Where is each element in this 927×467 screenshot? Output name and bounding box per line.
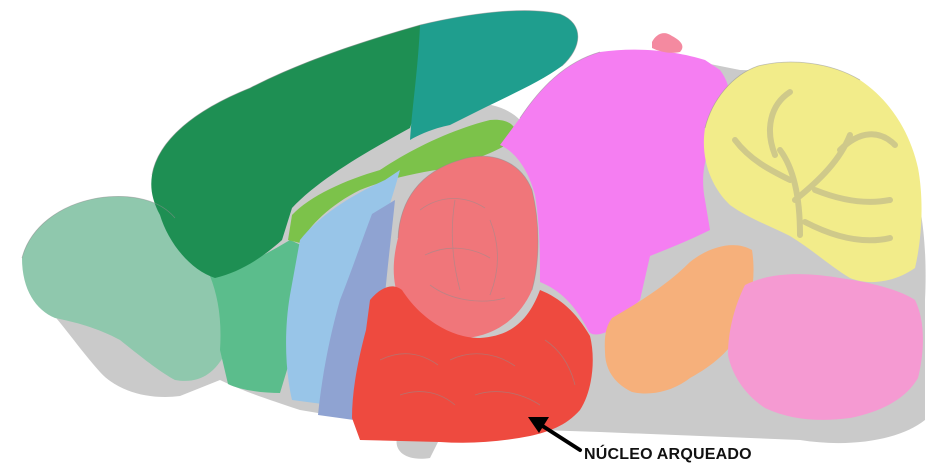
region-pineal (652, 33, 682, 53)
callout-label: NÚCLEO ARQUEADO (584, 446, 752, 464)
region-medulla (728, 274, 923, 420)
